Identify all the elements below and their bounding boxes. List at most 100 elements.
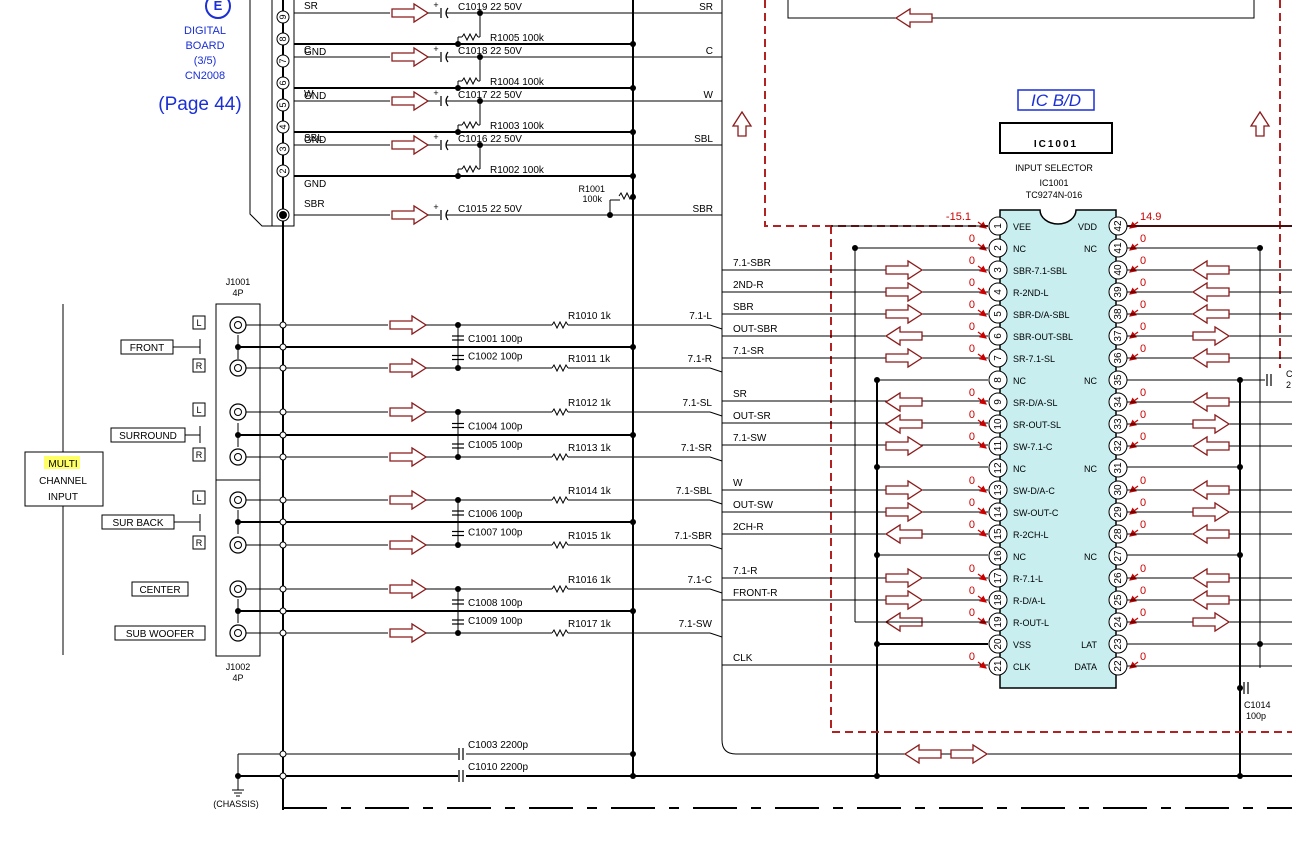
jack-center (234, 585, 242, 593)
net-label: SBL (694, 134, 713, 145)
pin-voltage: 0 (969, 343, 975, 355)
cap-label: C1010 2200p (468, 762, 528, 773)
connector-pin (276, 142, 290, 156)
ic-pin-number: 36 (1113, 352, 1124, 364)
multi-sub: INPUT (48, 492, 78, 503)
junction-dot (630, 519, 636, 525)
pin-voltage-arrow (1129, 397, 1139, 405)
cap-label: C1006 100p (468, 509, 523, 520)
terminal (279, 343, 287, 351)
ic-pin-name: SW-D/A-C (1013, 486, 1055, 496)
ic-function: INPUT SELECTOR (1015, 163, 1093, 173)
cap-polarity: + (433, 44, 438, 54)
pin-voltage: 0 (1140, 563, 1146, 575)
junction-dot (477, 98, 483, 104)
pin-voltage-arrow (1129, 617, 1139, 625)
pin-voltage: 0 (969, 475, 975, 487)
cap-polarity: + (433, 202, 438, 212)
terminal (279, 541, 287, 549)
junction-dot (630, 432, 636, 438)
jack-group-box (114, 625, 206, 641)
cap-polarity: + (433, 132, 438, 142)
signal-arrow-left-icon (884, 413, 923, 435)
chassis-label: (CHASSIS) (213, 799, 259, 809)
connector-row-label: SBL (304, 133, 323, 144)
ic-pin-circle (988, 590, 1008, 610)
ic-pin-number: 10 (993, 418, 1004, 430)
net-label: W (733, 478, 743, 489)
cap-polarity: + (433, 88, 438, 98)
junction-dot (874, 464, 880, 470)
lr-box (192, 402, 206, 417)
net-label: 2ND-R (733, 280, 764, 291)
ic-pin-number: 27 (1113, 550, 1124, 562)
net-label: SR (733, 389, 747, 400)
net-label: 7.1-SBR (674, 531, 712, 542)
ic-pin-number: 11 (993, 440, 1004, 451)
cap-label: C1008 100p (468, 598, 523, 609)
net-label: SR (699, 2, 713, 13)
signal-arrow-left-icon (1191, 523, 1230, 545)
lr-box (192, 535, 206, 550)
connector-pin (276, 10, 290, 24)
junction-dot (874, 552, 880, 558)
ic-pin-name: SBR-D/A-SBL (1013, 310, 1070, 320)
res-label: R1011 1k (568, 354, 611, 365)
ic-pin-circle (988, 656, 1008, 676)
signal-arrow-right-icon (391, 2, 430, 24)
signal-arrow-right-icon (1192, 501, 1231, 523)
ic-pin-name: SR-OUT-SL (1013, 420, 1061, 430)
ic-pin-name: R-D/A-L (1013, 596, 1046, 606)
cap-label: C1019 22 50V (458, 2, 522, 13)
ic-pin-number: 30 (1113, 484, 1124, 496)
pin-voltage: -15.1 (946, 211, 971, 223)
res-label: R1003 100k (490, 121, 545, 132)
ic-pin-number: 42 (1113, 220, 1124, 232)
pin-voltage-arrow (977, 529, 987, 537)
net-label: 7.1-SR (681, 443, 712, 454)
junction-dot (630, 129, 636, 135)
signal-arrow-right-icon (389, 446, 428, 468)
junction-dot (1257, 641, 1263, 647)
resistor-symbol (551, 320, 569, 330)
ic-pin-name: NC (1013, 464, 1026, 474)
connector-pin (276, 120, 290, 134)
pin-voltage-arrow (1129, 419, 1139, 427)
cap-polarity: + (433, 0, 438, 10)
pin-voltage-arrow (1129, 485, 1139, 493)
pin-voltage: 0 (1140, 255, 1146, 267)
resistor-symbol (461, 32, 479, 42)
res-label: R1002 100k (490, 165, 545, 176)
net-label: 7.1-SR (733, 346, 764, 357)
connector-row-label: SR (304, 1, 318, 12)
pin-voltage: 0 (1140, 607, 1146, 619)
ic-pin-number: 37 (1113, 330, 1124, 342)
jack-group-label: SURROUND (119, 431, 177, 442)
ic-pin-name: R-2ND-L (1013, 288, 1049, 298)
signal-arrow-right-icon (885, 435, 924, 457)
signal-arrow-right-icon (391, 204, 430, 226)
ic-pin-number: 21 (993, 660, 1004, 672)
terminal (279, 364, 287, 372)
ic-pin-circle (988, 436, 1008, 456)
wire (709, 367, 723, 373)
pin-voltage: 0 (1140, 321, 1146, 333)
ic-pin-number: 23 (1113, 638, 1124, 650)
ic-pin-circle (988, 348, 1008, 368)
signal-arrow-right-icon (885, 259, 924, 281)
junction-dot (630, 608, 636, 614)
pin-voltage: 0 (969, 255, 975, 267)
ic-pin-name: R-7.1-L (1013, 574, 1043, 584)
pin-voltage: 0 (969, 277, 975, 289)
ic-pin-circle (988, 458, 1008, 478)
pin-voltage-arrow (977, 353, 987, 361)
jack-group-label: FRONT (130, 343, 164, 354)
ic-pin-number: 29 (1113, 506, 1124, 518)
res-value: 100k (582, 194, 602, 204)
cap-label: C1009 100p (468, 616, 523, 627)
pin-voltage: 0 (1140, 233, 1146, 245)
pin-voltage: 0 (1140, 277, 1146, 289)
signal-arrow-right-icon (950, 743, 989, 765)
signal-arrow-right-icon (885, 303, 924, 325)
signal-arrow-left-icon (1191, 589, 1230, 611)
